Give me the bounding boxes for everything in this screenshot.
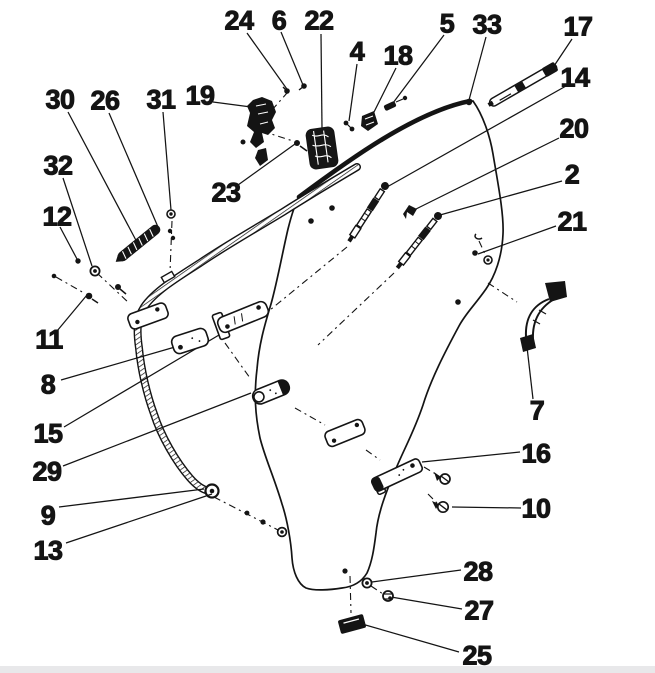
dot-30-axis xyxy=(51,273,57,279)
screw-6 xyxy=(298,83,307,91)
spring-26 xyxy=(115,224,161,262)
lock-block-22 xyxy=(305,126,339,170)
nut-31 xyxy=(166,209,176,241)
channel-clip xyxy=(160,270,176,284)
glass-lower-stop-25 xyxy=(338,614,366,634)
channel-bracket xyxy=(127,302,169,330)
footer-bar xyxy=(0,666,655,673)
glass-stop-plate-8 xyxy=(170,327,210,355)
striker-block-18 xyxy=(361,111,378,131)
curved-guide-7 xyxy=(520,281,567,352)
channel-bottom-roller xyxy=(204,483,220,499)
washer-28 xyxy=(361,577,373,589)
screws-4 xyxy=(343,120,355,132)
division-channel-17 xyxy=(487,62,558,107)
glass-channel-strut-14 xyxy=(347,182,389,243)
screw-23 xyxy=(294,140,308,152)
glass-roller-channel-29 xyxy=(251,379,291,405)
pin-5 xyxy=(383,95,408,111)
lower-sash-bracket-15 xyxy=(211,300,270,341)
bolt-11 xyxy=(85,292,99,304)
screw-10 xyxy=(432,500,450,514)
grommet-32 xyxy=(89,265,101,277)
hook-clip-20 xyxy=(403,205,417,219)
screw-mid xyxy=(115,284,127,295)
guide-bracket-16 xyxy=(370,458,424,496)
remote-latch-assembly xyxy=(240,97,276,166)
glass-channel-strut-2 xyxy=(395,212,442,270)
fasteners-lower-left xyxy=(244,510,288,538)
nut-27 xyxy=(382,590,394,602)
glass-bracket xyxy=(324,418,366,448)
door-glass-outline xyxy=(254,98,504,591)
screw-16 xyxy=(434,472,451,485)
clip-21 xyxy=(472,233,493,265)
alignment-lines xyxy=(55,92,518,614)
leader-lines xyxy=(56,31,573,653)
bolt-12 xyxy=(75,258,81,264)
screw-24 xyxy=(282,86,290,94)
